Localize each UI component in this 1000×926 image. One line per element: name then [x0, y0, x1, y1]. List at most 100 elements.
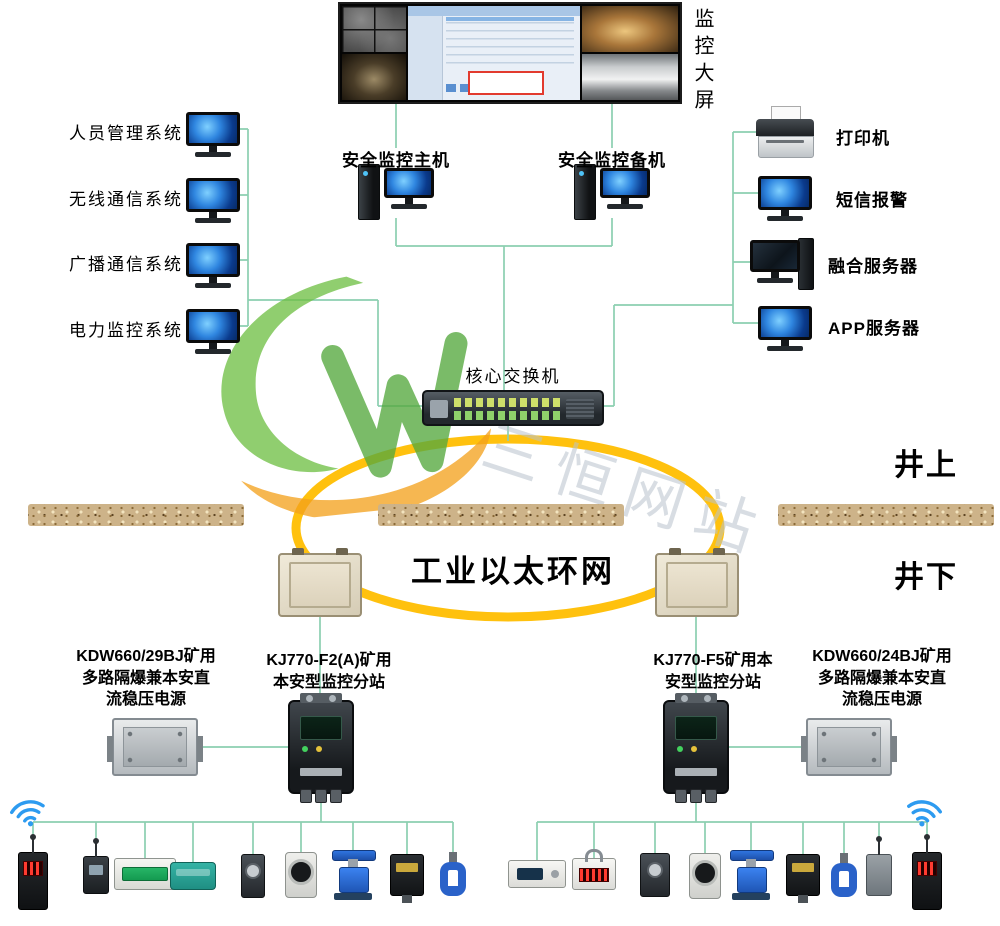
tunnel-camera-cell: [342, 54, 406, 100]
substation-cable-glands: [675, 789, 717, 803]
printer-label: 打印机: [836, 129, 890, 148]
sms-alarm-label: 短信报警: [836, 191, 908, 210]
display-strip: [122, 867, 168, 881]
monitor-base: [195, 283, 231, 288]
blue-clamp-sensor: [828, 853, 860, 899]
surface-zone-label: 井上: [894, 449, 958, 482]
backup-host-label: 安全监控备机: [558, 151, 666, 170]
valve-stem: [348, 859, 358, 867]
blue-clamp-sensor: [437, 852, 469, 898]
monitor-screen: [384, 168, 434, 198]
monitor-stand: [209, 277, 217, 283]
personnel-system-label: 人员管理系统: [69, 124, 183, 143]
wifi-icon-left: [10, 800, 45, 827]
valve-base: [732, 893, 770, 900]
wireless-led-display-sensor: [912, 834, 942, 910]
monitor-base: [195, 152, 231, 157]
software-toolbar: [446, 17, 574, 21]
train-camera-cell: [582, 54, 678, 100]
left-substation-label: KJ770-F2(A)矿用 本安型监控分站: [266, 652, 392, 691]
sms-alarm-monitor: [758, 176, 812, 221]
monitor-stand: [621, 198, 629, 204]
dial-gauge-sensor: [689, 853, 721, 899]
clamp-ring: [440, 862, 466, 896]
sensor-power-box: [114, 858, 176, 890]
substation-leds: [302, 746, 308, 752]
monitor-screen: [186, 309, 240, 343]
monitor-base: [757, 278, 793, 283]
power-supply-panel: [123, 727, 187, 767]
network-wires: [32, 104, 928, 862]
broadcast-comm-system-label: 广播通信系统: [69, 255, 183, 274]
ring-junction-box-left: [278, 548, 362, 617]
power-monitoring-monitor: [186, 309, 240, 354]
monitor-screen: [186, 243, 240, 277]
wifi-icon-right: [907, 800, 942, 827]
led-reader-device: [572, 849, 616, 890]
antenna: [30, 834, 36, 853]
wireless-comm-monitor: [186, 178, 240, 223]
power-monitoring-system-label: 电力监控系统: [69, 321, 183, 340]
monitor-base: [607, 204, 643, 209]
substation-cable-glands: [300, 789, 342, 803]
junction-box-door: [289, 562, 351, 608]
ground-strip-middle: [378, 504, 624, 526]
wireless-mini-sensor: [83, 838, 109, 894]
monitor-stand: [209, 146, 217, 152]
antenna: [876, 836, 882, 855]
left-power-supply-label: KDW660/29BJ矿用 多路隔爆兼本安直 流稳压电源: [76, 648, 216, 709]
monitor-screen: [758, 306, 812, 340]
substation-display: [300, 716, 342, 740]
printer-top: [756, 119, 814, 136]
antenna: [924, 834, 930, 853]
monitor-stand: [405, 198, 413, 204]
pole-sensor: [640, 853, 670, 897]
core-switch-label: 核心交换机: [465, 367, 561, 386]
black-box-sensor: [786, 854, 820, 896]
black-box-sensor: [390, 854, 424, 896]
pc-tower: [574, 164, 596, 220]
monitor-screen: [186, 112, 240, 146]
junction-box-door: [666, 562, 728, 608]
video-wall-label: 监控大屏: [691, 8, 713, 116]
switch-vent: [566, 399, 594, 419]
monitor-screen: [186, 178, 240, 212]
substation-terminals: [300, 693, 342, 703]
monitor-base: [767, 346, 803, 351]
server-monitor: [750, 240, 800, 283]
ring-junction-box-right: [655, 548, 739, 617]
app-server-monitor: [758, 306, 812, 351]
monitor-base: [195, 218, 231, 223]
pc-tower: [358, 164, 380, 220]
pc-monitor: [600, 168, 650, 209]
antenna: [93, 838, 99, 857]
left-power-supply-device: [107, 718, 203, 776]
monitor-screen: [600, 168, 650, 198]
blue-valve-sensor: [730, 850, 774, 900]
led-readout: [917, 861, 937, 876]
ground-strip-left: [28, 504, 244, 526]
printer-device: [756, 106, 814, 158]
gray-antenna-sensor: [866, 836, 892, 896]
software-table-rows: [446, 22, 574, 70]
sensor-window: [89, 865, 103, 875]
wireless-led-display-sensor: [18, 834, 48, 910]
fusion-server-device: [750, 238, 814, 294]
app-server-label: APP服务器: [828, 319, 920, 338]
teal-sensor-device: [170, 862, 216, 890]
monitoring-software-cell: [408, 6, 580, 100]
clamp-bolt: [840, 853, 848, 865]
backup-host-computer: [574, 164, 650, 222]
led-readout: [23, 861, 43, 876]
software-header-bar: [408, 6, 580, 16]
left-monitoring-substation: [288, 693, 354, 803]
personnel-system-monitor: [186, 112, 240, 157]
substation-label-strip: [300, 768, 342, 776]
monitor-stand: [209, 343, 217, 349]
printer-slot: [766, 140, 804, 143]
substation-terminals: [675, 693, 717, 703]
monitor-screen: [758, 176, 812, 210]
clamp-ring: [831, 863, 857, 897]
